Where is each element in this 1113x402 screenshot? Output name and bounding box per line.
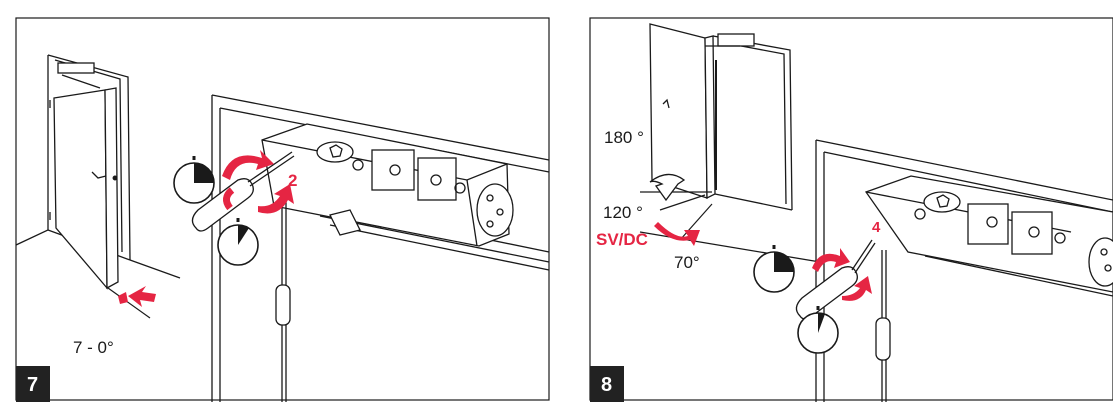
angle-120-label: 120 ° — [603, 203, 643, 222]
panel-step-8: 180 ° 120 ° SV/DC 70° — [589, 17, 1113, 402]
angle-line — [679, 203, 713, 241]
angle-label: 7 - 0° — [73, 338, 114, 357]
panel-step-7: 7 - 0° — [15, 17, 550, 402]
push-arrow-icon — [107, 286, 156, 319]
step-number: 7 — [27, 374, 38, 396]
timer-icon — [217, 218, 259, 266]
valve-number: 2 — [288, 171, 297, 190]
valve-number: 4 — [872, 219, 881, 236]
rotation-arrow-icon — [649, 173, 700, 246]
door-closer-icon — [815, 139, 1113, 402]
rotation-arrow-icon — [222, 150, 294, 214]
angle-line — [659, 194, 706, 211]
timer-icon — [173, 156, 215, 204]
step-badge — [16, 366, 50, 402]
door-closer-icon — [211, 94, 550, 402]
angle-70-label: 70° — [674, 253, 700, 272]
rotation-arrow-icon — [812, 248, 872, 301]
angle-180-label: 180 ° — [604, 128, 644, 147]
step-number: 8 — [601, 374, 612, 396]
door-icon — [639, 23, 821, 263]
mode-label: SV/DC — [596, 230, 648, 249]
step-badge — [590, 366, 624, 402]
screwdriver-icon — [191, 151, 295, 232]
door-icon — [15, 54, 181, 290]
timer-icon — [753, 245, 795, 293]
timer-icon — [797, 306, 839, 354]
